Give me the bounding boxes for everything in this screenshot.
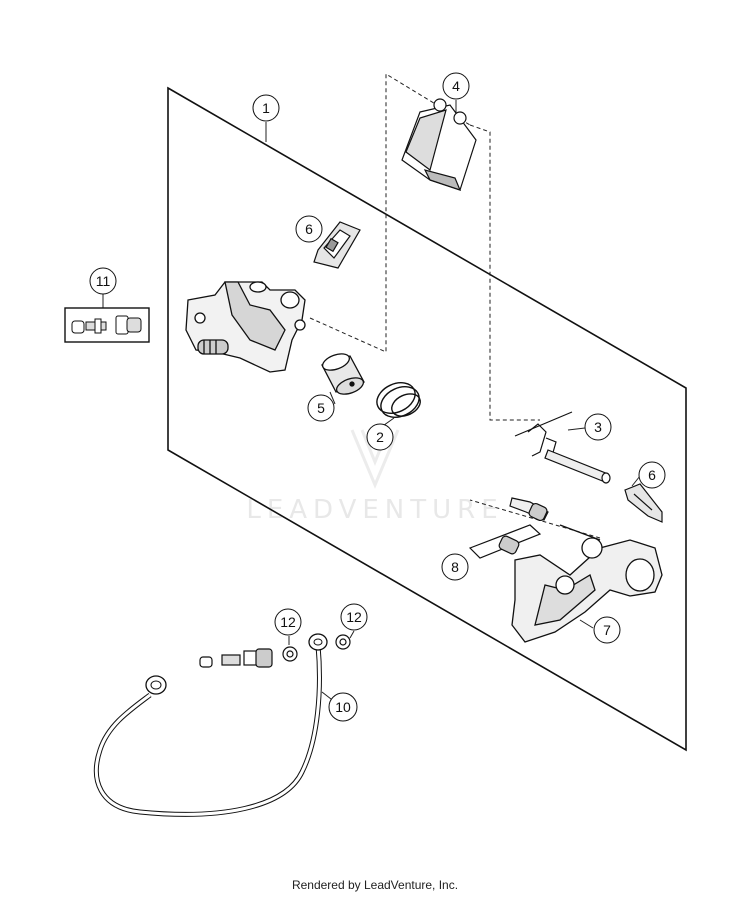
callout-5-label: 5 <box>317 400 325 416</box>
part-4-brake-pads <box>401 98 477 191</box>
part-1-caliper-body <box>185 281 306 373</box>
callout-12b-label: 12 <box>346 609 362 625</box>
callout-2: 2 <box>366 423 394 451</box>
callout-4: 4 <box>442 72 470 100</box>
part-6-pad-spring-top <box>313 221 361 269</box>
part-3-pad-pin <box>514 411 611 484</box>
callout-6a: 6 <box>295 215 323 243</box>
callout-2-label: 2 <box>376 429 384 445</box>
callout-3-label: 3 <box>594 419 602 435</box>
callout-10: 10 <box>328 692 358 722</box>
part-8-slide-pins <box>468 497 549 559</box>
callout-8-label: 8 <box>451 559 459 575</box>
banjo-bolt-set <box>199 634 351 668</box>
callout-4-label: 4 <box>452 78 460 94</box>
callout-1: 1 <box>252 94 280 122</box>
callout-6a-label: 6 <box>305 221 313 237</box>
part-6-pad-spring-right <box>624 483 663 523</box>
part-5-piston <box>321 353 365 395</box>
assembly-outline-box <box>167 86 687 752</box>
callout-10-label: 10 <box>335 699 351 715</box>
callout-12a: 12 <box>274 608 302 636</box>
watermark-text: LEADVENTURE <box>246 495 503 525</box>
callouts: 1 4 6 11 5 2 3 6 <box>89 72 666 722</box>
callout-7: 7 <box>593 616 621 644</box>
callout-6b: 6 <box>638 461 666 489</box>
part-10-brake-hose <box>93 633 328 817</box>
callout-1-label: 1 <box>262 100 270 116</box>
footer-credit: Rendered by LeadVenture, Inc. <box>291 878 459 892</box>
callout-8: 8 <box>441 553 469 581</box>
callout-12b: 12 <box>340 603 368 631</box>
callout-6b-label: 6 <box>648 467 656 483</box>
callout-11-label: 11 <box>96 273 111 289</box>
callout-11: 11 <box>89 267 117 295</box>
callout-5: 5 <box>307 394 335 422</box>
callout-7-label: 7 <box>603 622 611 638</box>
part-11-bleed-screw-set <box>64 307 150 343</box>
callout-3: 3 <box>584 413 612 441</box>
part-7-caliper-bracket <box>511 524 663 643</box>
callout-12a-label: 12 <box>280 614 296 630</box>
part-2-seal-rings <box>376 382 421 418</box>
